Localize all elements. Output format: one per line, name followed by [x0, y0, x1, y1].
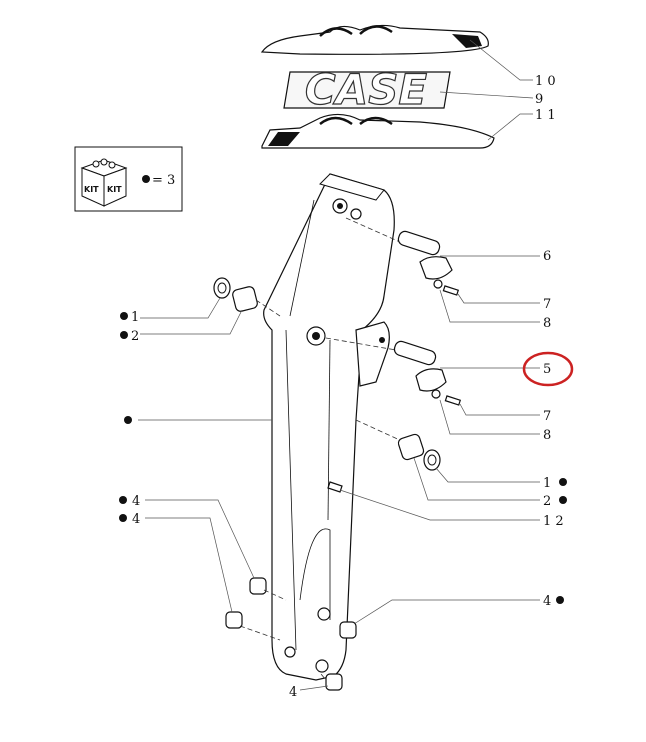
pin-assembly-upper — [345, 217, 540, 323]
callout-9: 9 — [535, 92, 543, 107]
callout-4-left-a: 4 — [132, 494, 140, 509]
callout-4-right: 4 — [543, 594, 551, 609]
callout-1-right-bullet — [559, 478, 567, 486]
callout-12: 1 2 — [543, 514, 564, 529]
callout-4-left-a-bullet — [119, 496, 127, 504]
callout-2-right-bullet — [559, 496, 567, 504]
bushing-set-right — [355, 419, 540, 501]
callout-8-upper: 8 — [543, 316, 551, 331]
kit-bullet — [142, 175, 150, 183]
callout-4-right-bullet — [556, 596, 564, 604]
callout-7-middle: 7 — [543, 409, 551, 424]
decal-9-case-logo: CASE — [283, 64, 451, 115]
callout-1-left: 1 — [131, 310, 139, 325]
callout-4-left-b-bullet — [119, 514, 127, 522]
callout-2-left: 2 — [131, 329, 139, 344]
bushing-set-left — [140, 277, 281, 335]
callout-4-bottom: 4 — [289, 685, 297, 700]
decal-11 — [261, 113, 495, 149]
pin-assembly-middle — [325, 337, 540, 435]
callout-2-left-bullet — [120, 331, 128, 339]
callout-11: 1 1 — [535, 108, 556, 123]
boom-arm — [263, 173, 395, 681]
callout-1-left-bullet — [120, 312, 128, 320]
kit-label-left: KIT — [84, 185, 99, 194]
bushings-lower-left — [145, 499, 287, 641]
callout-2-right: 2 — [543, 494, 551, 509]
callout-1-right: 1 — [543, 476, 551, 491]
callout-10: 1 0 — [535, 74, 556, 89]
callout-8-middle: 8 — [543, 428, 551, 443]
callout-5-highlight — [522, 351, 574, 387]
callout-7-upper: 7 — [543, 297, 551, 312]
kit-note: = 3 — [152, 173, 175, 188]
case-logo-text: CASE — [305, 65, 428, 114]
callout-5: 5 — [543, 362, 551, 377]
bushing-lower-right — [339, 599, 540, 639]
kit-legend: KIT KIT = 3 — [74, 146, 183, 212]
decal-10 — [260, 24, 489, 55]
callout-6: 6 — [543, 249, 551, 264]
bushing-bottom — [299, 667, 343, 691]
grease-fitting — [327, 481, 540, 521]
callout-boom-bullet — [124, 416, 132, 424]
kit-label-right: KIT — [107, 185, 122, 194]
kit-box-icon: KIT KIT — [80, 158, 128, 207]
callout-4-left-b: 4 — [132, 512, 140, 527]
